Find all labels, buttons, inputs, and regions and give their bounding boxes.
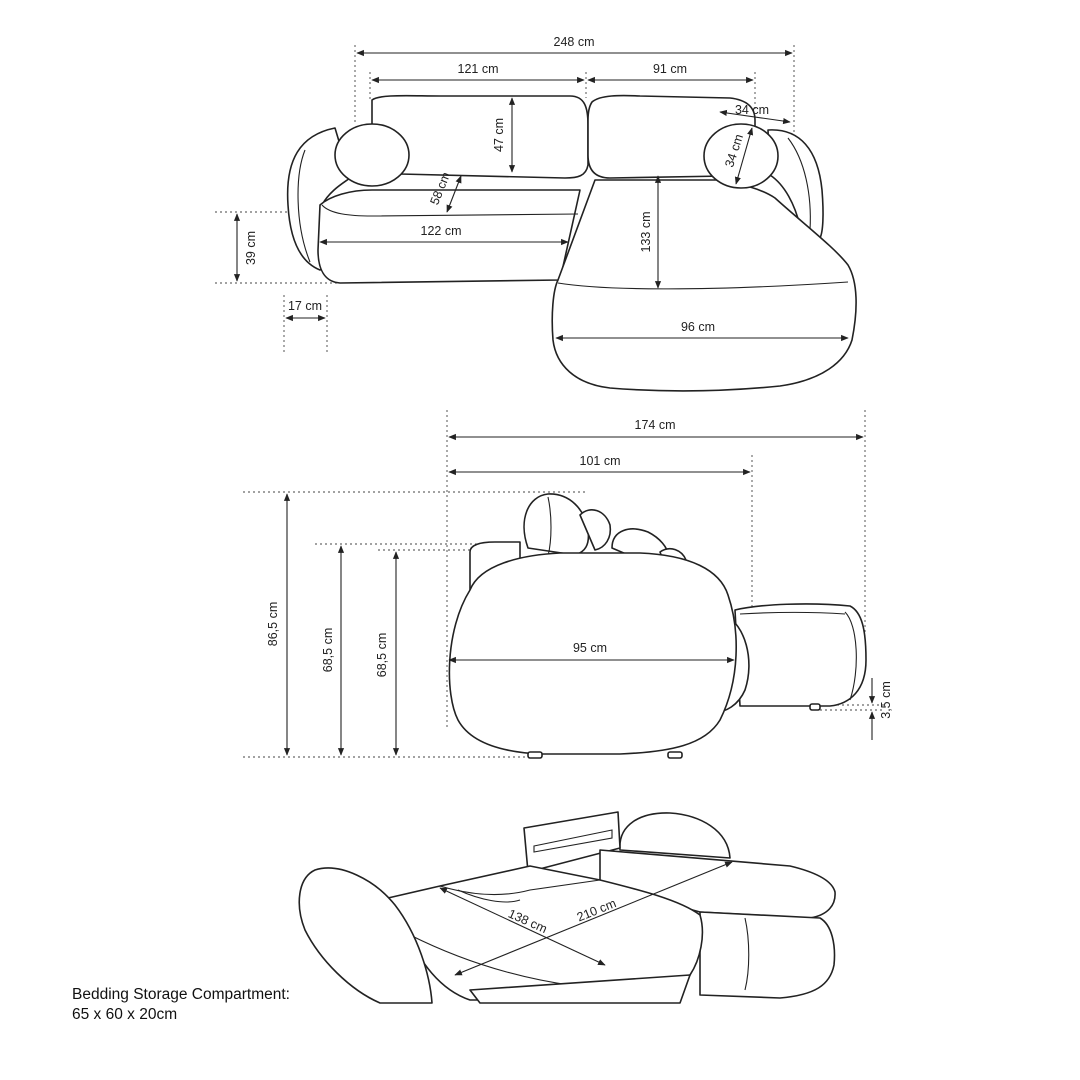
storage-size: 65 x 60 x 20cm (72, 1006, 178, 1023)
dim-armrest-height-left: 68,5 cm (321, 628, 335, 672)
dim-armrest-width: 17 cm (288, 299, 322, 313)
dim-armrest-height-right: 68,5 cm (375, 633, 389, 677)
dim-overall-depth: 174 cm (635, 418, 676, 432)
dim-left-section: 121 cm (458, 62, 499, 76)
left-armrest (286, 127, 351, 271)
dim-seat-width: 122 cm (421, 224, 462, 238)
back-cushion-1 (523, 493, 590, 556)
bed-view: 138 cm 210 cm (298, 811, 836, 1004)
storage-caption: Bedding Storage Compartment: 65 x 60 x 2… (72, 985, 290, 1025)
chaise-side (734, 603, 867, 707)
dim-backrest-height: 47 cm (492, 118, 506, 152)
dim-armrest-width-side: 95 cm (573, 641, 607, 655)
bed-back-cushion (619, 812, 731, 859)
pillow-left (334, 123, 410, 187)
armrest-body (448, 552, 737, 755)
storage-label: Bedding Storage Compartment: (72, 986, 290, 1003)
right-armrest (767, 129, 824, 239)
bed-armrest (298, 867, 433, 1004)
dim-side-seat-depth: 101 cm (580, 454, 621, 468)
bed-headboard (523, 811, 621, 873)
pillow-right (703, 123, 779, 189)
dim-leg-height: 3,5 cm (879, 681, 893, 719)
back-cushion-2 (579, 509, 612, 551)
dim-pillow-width: 34 cm (735, 103, 769, 117)
side-view: 174 cm 101 cm 86,5 cm 68,5 cm 68,5 cm 95… (243, 410, 893, 759)
dim-overall-width: 248 cm (554, 35, 595, 49)
dim-armrest-depth: 39 cm (244, 231, 258, 265)
top-view: 248 cm 121 cm 91 cm 34 cm 47 cm 34 cm 58… (215, 35, 857, 392)
dim-chaise-length: 133 cm (639, 212, 653, 253)
dim-right-section: 91 cm (653, 62, 687, 76)
dim-total-height: 86,5 cm (266, 602, 280, 646)
dim-chaise-width: 96 cm (681, 320, 715, 334)
